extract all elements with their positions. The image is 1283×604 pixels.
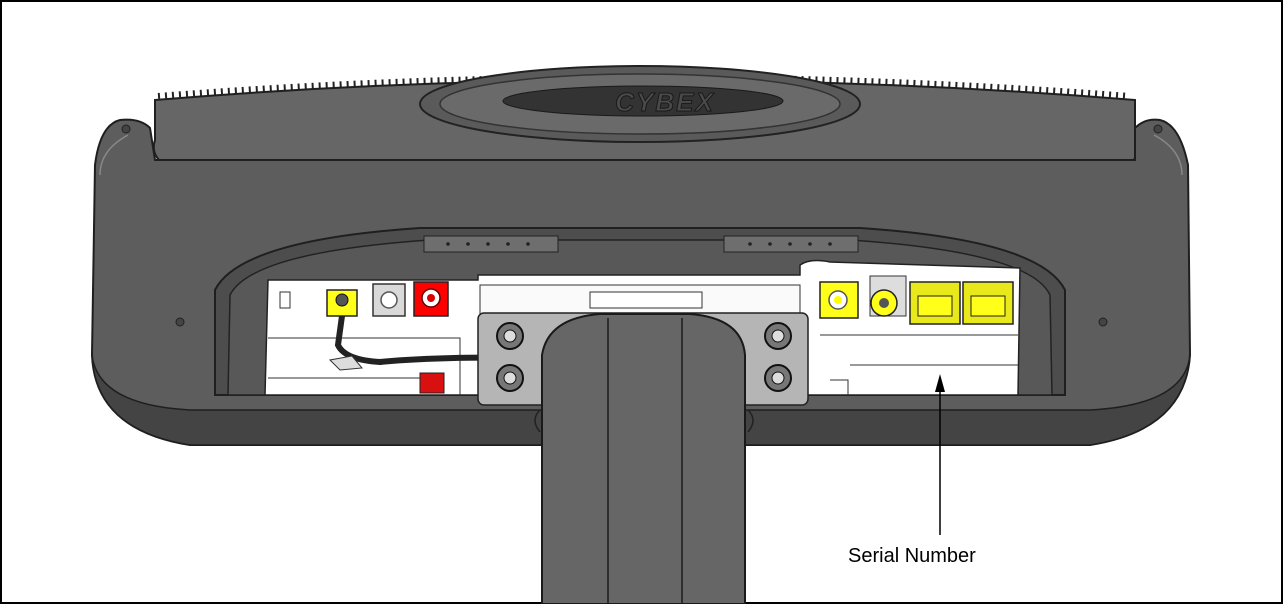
serial-number-label: Serial Number [848, 545, 976, 567]
brand-logo: CYBEX [419, 65, 861, 143]
serial-number-callout-arrow [935, 374, 945, 535]
red-button [419, 372, 445, 394]
right-connectors [819, 275, 1014, 325]
logo-text: CYBEX [615, 87, 715, 117]
mount-bolts [496, 322, 792, 392]
left-connectors [279, 281, 561, 394]
support-post [534, 313, 754, 604]
